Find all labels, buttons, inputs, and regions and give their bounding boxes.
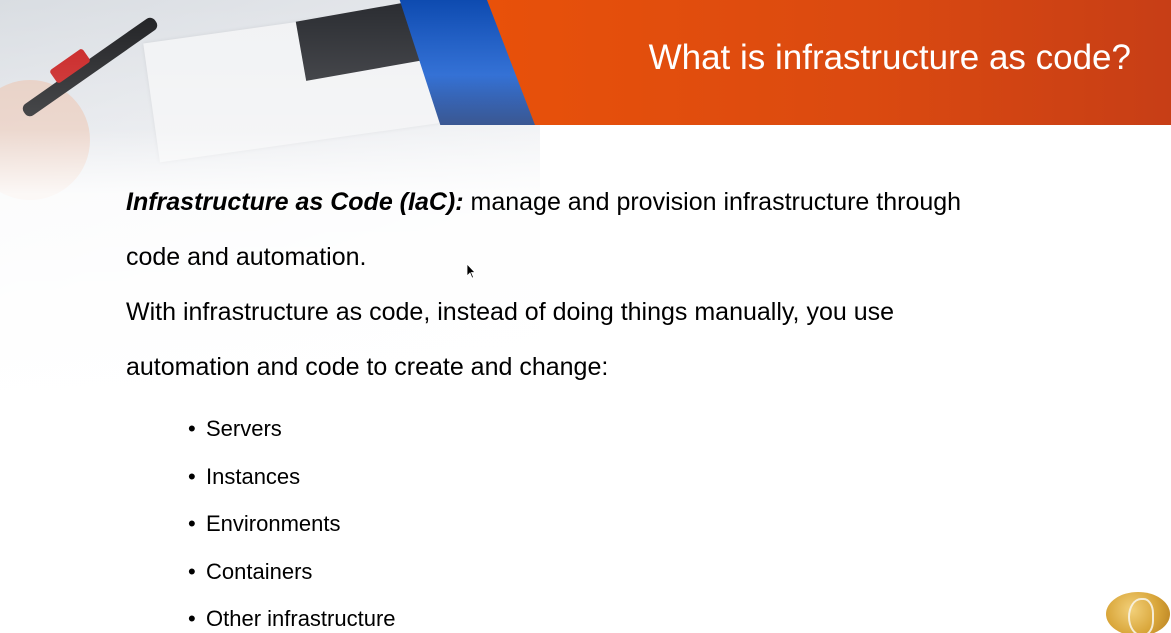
list-item: • Instances <box>188 453 1106 501</box>
definition-text-line1: manage and provision infrastructure thro… <box>463 188 962 216</box>
bullet-icon: • <box>188 606 196 631</box>
intro-line2: automation and code to create and change… <box>126 353 609 381</box>
slide-body: Infrastructure as Code (IaC): manage and… <box>126 175 1106 633</box>
list-item: • Environments <box>188 500 1106 548</box>
logo-face-outline <box>1128 598 1154 633</box>
list-item: • Other infrastructure <box>188 595 1106 633</box>
list-item: • Containers <box>188 548 1106 596</box>
gold-face-logo-icon <box>1106 592 1170 633</box>
slide-title: What is infrastructure as code? <box>648 38 1131 77</box>
definition-text-line2: code and automation. <box>126 243 367 271</box>
bullet-icon: • <box>188 416 196 441</box>
list-item-label: Other infrastructure <box>206 606 396 631</box>
bullet-icon: • <box>188 558 196 584</box>
bullet-list: • Servers • Instances • Environments • Conta… <box>188 405 1106 633</box>
bullet-icon: • <box>188 511 196 536</box>
intro-paragraph: With infrastructure as code, instead of … <box>126 285 1106 395</box>
list-item-label: Environments <box>206 511 341 536</box>
photo-fade-overlay <box>0 0 540 430</box>
intro-line1: With infrastructure as code, instead of … <box>126 298 895 326</box>
list-item-label: Servers <box>206 416 282 441</box>
arrow-cursor-icon <box>466 263 476 279</box>
definition-term: Infrastructure as Code (IaC): <box>126 188 464 216</box>
list-item-label: Containers <box>206 558 313 584</box>
background-photo <box>0 0 540 430</box>
definition-paragraph: Infrastructure as Code (IaC): manage and… <box>126 175 1106 285</box>
bullet-icon: • <box>188 463 196 489</box>
list-item: • Servers <box>188 405 1106 453</box>
list-item-label: Instances <box>206 463 301 489</box>
title-banner <box>487 0 1171 125</box>
